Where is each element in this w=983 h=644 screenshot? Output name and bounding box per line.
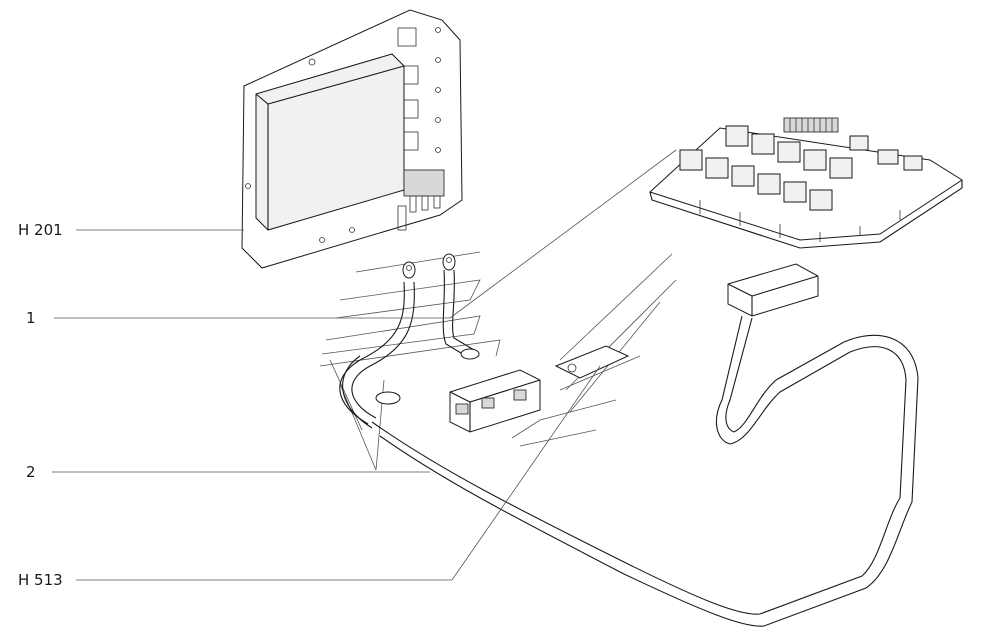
harness-item-1 bbox=[339, 253, 480, 425]
harness-item-2 bbox=[342, 263, 919, 627]
connector-h513 bbox=[449, 345, 630, 433]
callout-h201: H 201 bbox=[18, 221, 63, 239]
control-unit-h201 bbox=[241, 9, 463, 269]
callout-item-1: 1 bbox=[26, 309, 36, 327]
relay-board bbox=[649, 117, 963, 249]
leader-lines bbox=[52, 149, 677, 581]
callout-h513: H 513 bbox=[18, 571, 63, 589]
callout-item-2: 2 bbox=[26, 463, 36, 481]
ghost-outlines bbox=[319, 251, 677, 471]
